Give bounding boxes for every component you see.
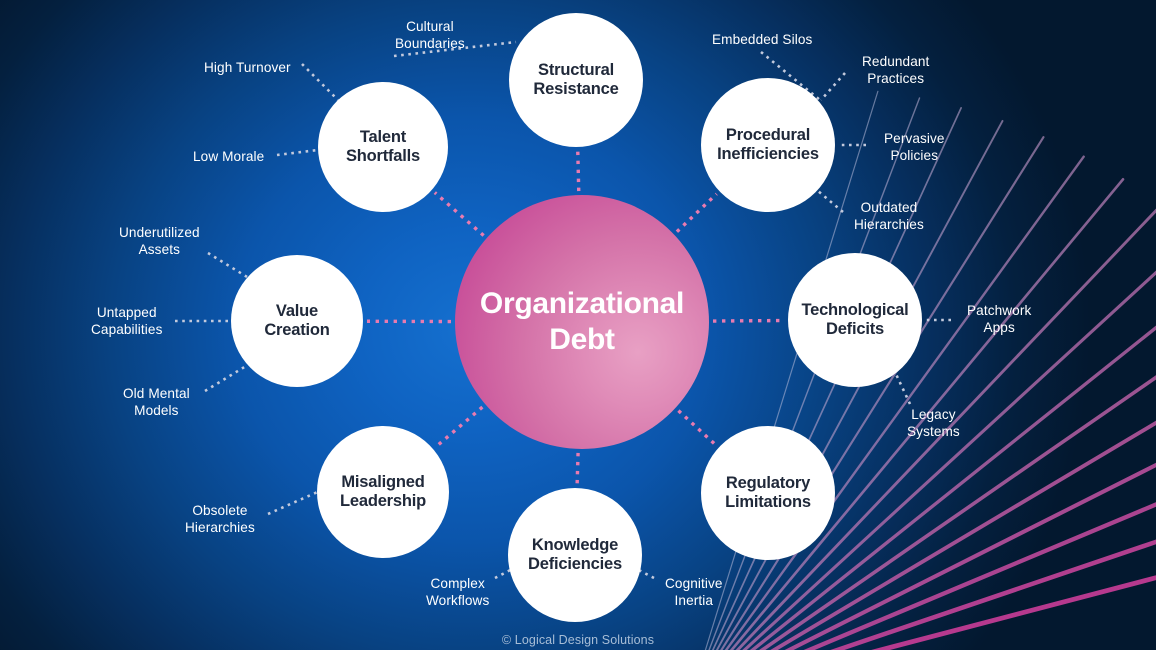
leader-line-value-creation-2 <box>204 361 252 393</box>
hub-spoke-technological-deficits <box>712 318 785 323</box>
outer-label-value-creation-2: Old Mental Models <box>123 386 190 418</box>
leader-line-procedural-inefficiencies-0 <box>760 50 821 102</box>
outer-label-talent-shortfalls-1: Low Morale <box>193 149 265 164</box>
outer-label-technological-deficits-1: Legacy Systems <box>907 407 960 439</box>
outer-label-technological-deficits-0: Patchwork Apps <box>967 303 1032 335</box>
outer-label-procedural-inefficiencies-1: Redundant Practices <box>862 54 930 86</box>
hub-spoke-misaligned-leadership <box>435 405 484 448</box>
hub-spoke-knowledge-deficiencies <box>575 452 580 485</box>
copyright-notice: © Logical Design Solutions <box>501 633 655 647</box>
hub-spoke-structural-resistance <box>576 150 581 192</box>
outer-label-knowledge-deficiencies-0: Complex Workflows <box>426 576 490 608</box>
outer-label-procedural-inefficiencies-0: Embedded Silos <box>712 32 813 47</box>
outer-label-talent-shortfalls-0: High Turnover <box>204 60 291 75</box>
hub-spoke-talent-shortfalls <box>433 191 485 237</box>
outer-label-misaligned-leadership-0: Obsolete Hierarchies <box>185 503 255 535</box>
leader-line-technological-deficits-1 <box>893 371 912 405</box>
leader-line-procedural-inefficiencies-1 <box>820 72 846 101</box>
leader-line-talent-shortfalls-1 <box>276 148 319 157</box>
leader-line-misaligned-leadership-0 <box>267 488 323 516</box>
outer-label-structural-resistance-0: Cultural Boundaries <box>395 19 465 51</box>
outer-label-knowledge-deficiencies-1: Cognitive Inertia <box>665 576 723 608</box>
outer-label-value-creation-1: Untapped Capabilities <box>91 305 163 337</box>
leader-line-value-creation-0 <box>207 251 253 282</box>
leader-line-talent-shortfalls-0 <box>301 63 339 101</box>
leader-line-structural-resistance-0 <box>393 40 517 58</box>
hub-spoke-regulatory-limitations <box>677 409 717 447</box>
hub-spoke-procedural-inefficiencies <box>675 192 718 233</box>
outer-label-procedural-inefficiencies-2: Pervasive Policies <box>884 131 945 163</box>
outer-label-procedural-inefficiencies-3: Outdated Hierarchies <box>854 200 924 232</box>
leader-line-procedural-inefficiencies-3 <box>817 190 844 213</box>
outer-label-value-creation-0: Underutilized Assets <box>119 225 200 257</box>
